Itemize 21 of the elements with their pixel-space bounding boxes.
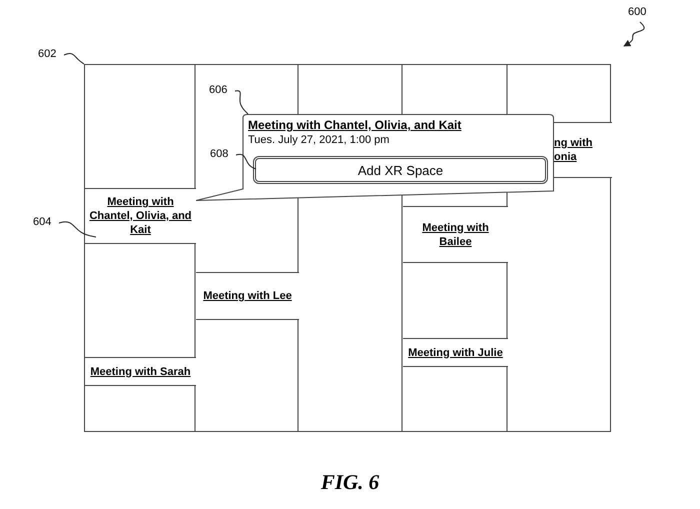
callout-number: 602	[38, 48, 62, 62]
callout-number: 600	[628, 6, 652, 20]
event-title: Meeting with Julie	[408, 346, 503, 360]
figure-caption: FIG. 6	[320, 470, 380, 494]
add-space-button: Add XR Space	[253, 156, 548, 184]
event-popup	[196, 114, 554, 201]
event-title: Meeting with Lee	[203, 289, 292, 303]
leader-line	[234, 90, 248, 114]
leader-line	[236, 154, 256, 170]
callout-number: 604	[33, 216, 57, 230]
calendar-grid	[84, 64, 611, 432]
callout-number: 606	[209, 84, 233, 98]
leader-line	[64, 53, 84, 64]
event-title: Meeting with Bailee	[421, 220, 490, 248]
leader-line	[58, 221, 96, 238]
event-title: Meeting with Sarah	[90, 364, 191, 378]
callout-number: 608	[210, 148, 234, 162]
event-title: Meeting with Chantel, Olivia, and Kait	[88, 195, 193, 237]
event-date: Tues. July 27, 2021, 1:00 pm	[248, 134, 390, 146]
event-title: ng with onia	[554, 136, 594, 164]
popup-title: Meeting with Chantel, Olivia, and Kait	[248, 118, 462, 132]
